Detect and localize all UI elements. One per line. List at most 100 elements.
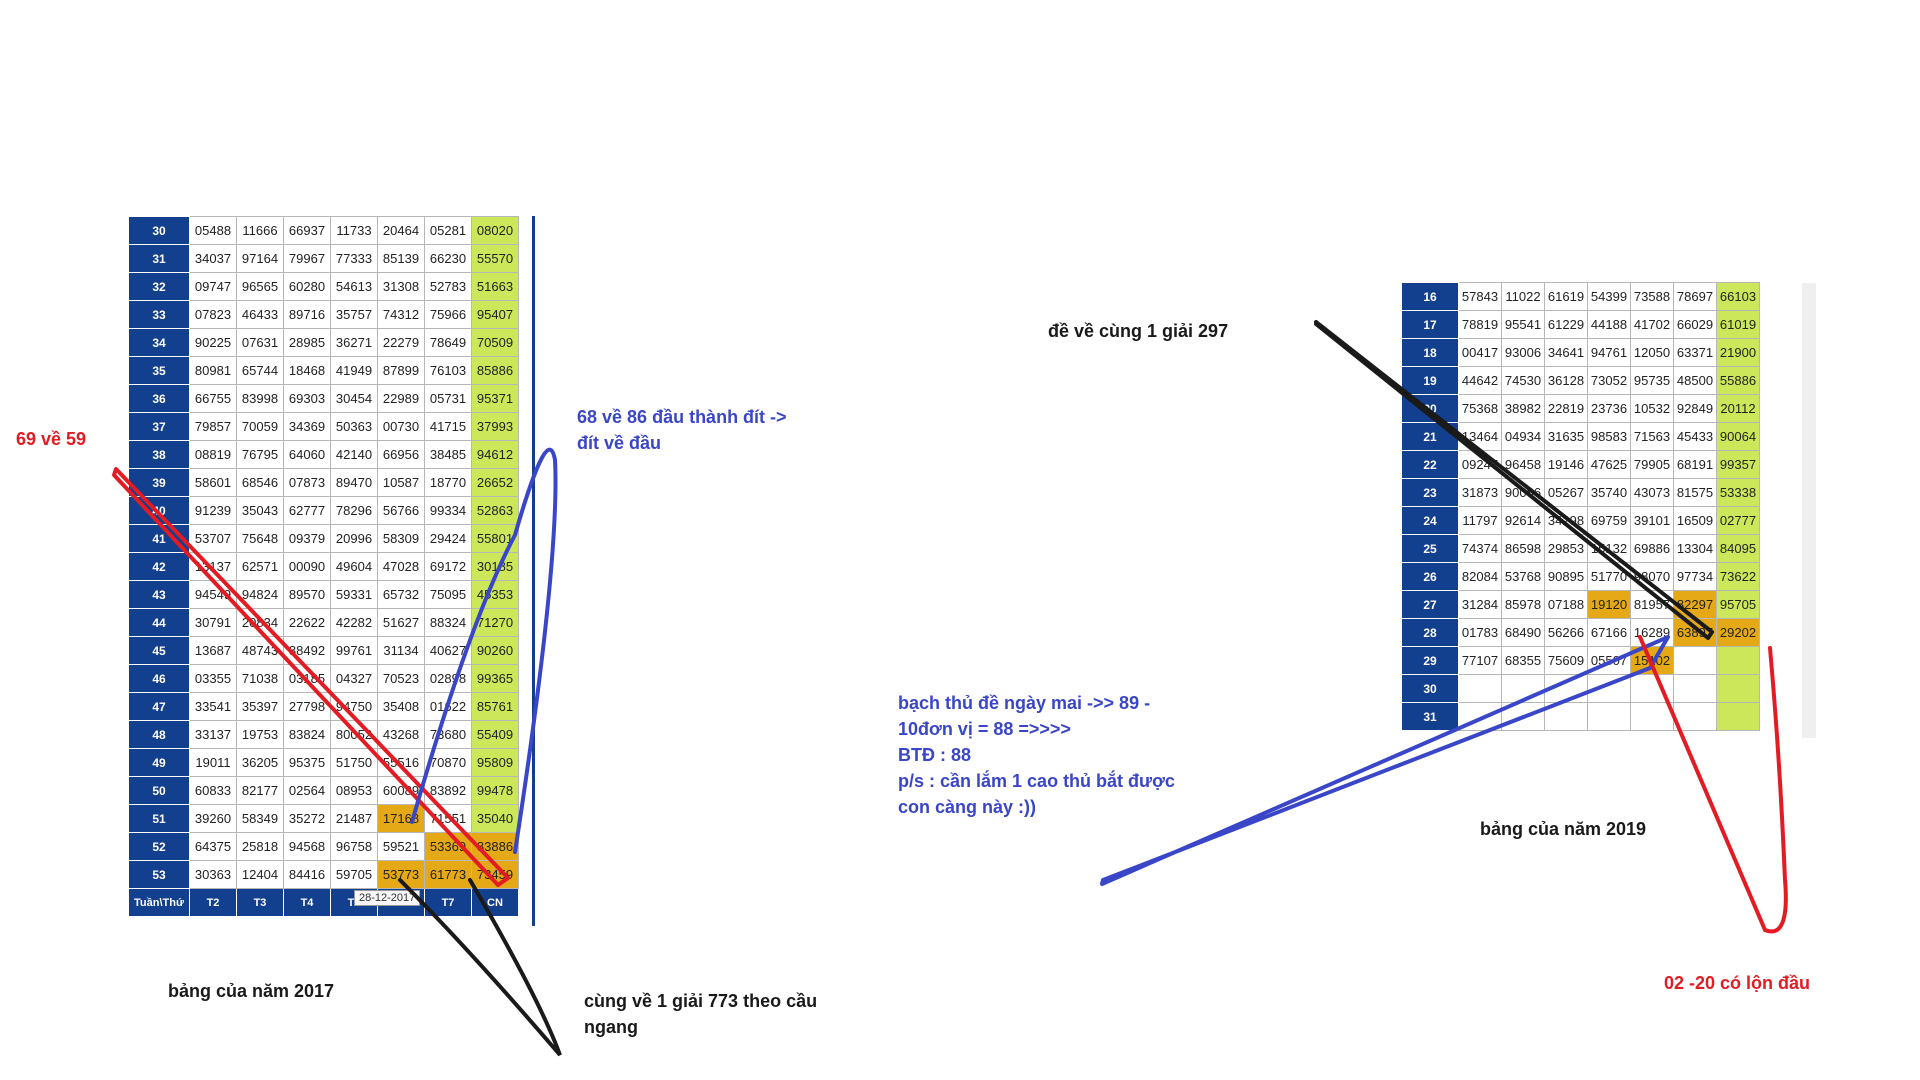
result-cell: 64060	[283, 440, 331, 469]
result-cell: 00730	[377, 412, 425, 441]
result-cell-sunday: 66103	[1716, 282, 1760, 311]
result-cell: 98583	[1587, 422, 1631, 451]
result-cell: 05731	[424, 384, 472, 413]
result-cell: 92849	[1673, 394, 1717, 423]
result-cell: 50363	[330, 412, 378, 441]
result-cell: 79967	[283, 244, 331, 273]
annotation-68-86-line1: 68 về 86 đầu thành đít ->	[577, 407, 787, 427]
result-cell: 99761	[330, 636, 378, 665]
result-cell: 53768	[1501, 562, 1545, 591]
result-cell: 42282	[330, 608, 378, 637]
result-cell-sunday: 61019	[1716, 310, 1760, 339]
result-cell-sunday	[1716, 674, 1760, 703]
result-cell: 08819	[189, 440, 237, 469]
result-cell: 54399	[1587, 282, 1631, 311]
result-cell-sunday	[1716, 702, 1760, 731]
result-cell: 10587	[377, 468, 425, 497]
result-cell: 36271	[330, 328, 378, 357]
result-cell: 75966	[424, 300, 472, 329]
result-cell: 35272	[283, 804, 331, 833]
result-cell: 41702	[1630, 310, 1674, 339]
footer-day-cn: CN	[471, 888, 519, 917]
result-cell: 57843	[1458, 282, 1502, 311]
result-cell: 86598	[1501, 534, 1545, 563]
result-cell: 91239	[189, 496, 237, 525]
result-cell: 20996	[330, 524, 378, 553]
week-number: 29	[1401, 646, 1459, 675]
table-2019-scrollbar[interactable]	[1802, 283, 1816, 738]
result-cell: 95735	[1630, 366, 1674, 395]
result-cell: 77333	[330, 244, 378, 273]
table-row: 31	[1401, 702, 1760, 731]
result-cell: 61229	[1544, 310, 1588, 339]
result-cell: 22622	[283, 608, 331, 637]
result-cell: 69759	[1587, 506, 1631, 535]
result-cell: 74530	[1501, 366, 1545, 395]
result-cell: 88324	[424, 608, 472, 637]
result-cell: 76103	[424, 356, 472, 385]
result-cell-sunday: 73622	[1716, 562, 1760, 591]
week-number: 50	[128, 776, 190, 805]
prediction-line-3: BTĐ : 88	[898, 745, 972, 765]
result-cell: 04934	[1501, 422, 1545, 451]
result-cell: 54613	[330, 272, 378, 301]
result-cell: 28985	[283, 328, 331, 357]
week-number: 49	[128, 748, 190, 777]
result-cell: 77107	[1458, 646, 1502, 675]
result-cell: 48500	[1673, 366, 1717, 395]
week-number: 38	[128, 440, 190, 469]
week-number: 45	[128, 636, 190, 665]
result-cell: 75368	[1458, 394, 1502, 423]
result-cell: 27798	[283, 692, 331, 721]
annotation-68-86-line2: đít về đầu	[577, 433, 662, 453]
result-cell: 71038	[236, 664, 284, 693]
prediction-line-2: 10đơn vị = 88 =>>>>	[898, 719, 1071, 739]
week-number: 31	[128, 244, 190, 273]
result-cell-sunday: 95407	[471, 300, 519, 329]
week-number: 25	[1401, 534, 1459, 563]
result-cell: 82084	[1458, 562, 1502, 591]
annotation-69-59: 69 về 59	[16, 429, 87, 449]
week-number: 42	[128, 552, 190, 581]
result-cell-sunday: 55886	[1716, 366, 1760, 395]
result-cell: 39260	[189, 804, 237, 833]
result-cell: 78296	[330, 496, 378, 525]
result-cell: 75095	[424, 580, 472, 609]
result-cell: 89716	[283, 300, 331, 329]
result-cell-sunday: 51663	[471, 272, 519, 301]
result-cell: 30791	[189, 608, 237, 637]
result-cell: 49604	[330, 552, 378, 581]
result-cell-sunday: 94612	[471, 440, 519, 469]
result-cell: 60833	[189, 776, 237, 805]
week-number: 21	[1401, 422, 1459, 451]
footer-week-day-label: Tuần\Thứ	[128, 888, 190, 917]
result-cell: 42140	[330, 440, 378, 469]
result-cell: 65732	[377, 580, 425, 609]
result-cell: 07631	[236, 328, 284, 357]
black-loop-2017	[398, 878, 562, 1057]
result-cell: 36205	[236, 748, 284, 777]
result-cell: 92614	[1501, 506, 1545, 535]
result-cell: 66029	[1673, 310, 1717, 339]
result-cell: 44188	[1587, 310, 1631, 339]
result-cell-sunday	[1716, 646, 1760, 675]
result-cell: 73052	[1587, 366, 1631, 395]
result-cell: 66230	[424, 244, 472, 273]
result-cell: 68546	[236, 468, 284, 497]
week-number: 46	[128, 664, 190, 693]
result-cell: 11666	[236, 216, 284, 245]
annotation-same-prize-297: đề về cùng 1 giải 297	[1048, 321, 1229, 341]
